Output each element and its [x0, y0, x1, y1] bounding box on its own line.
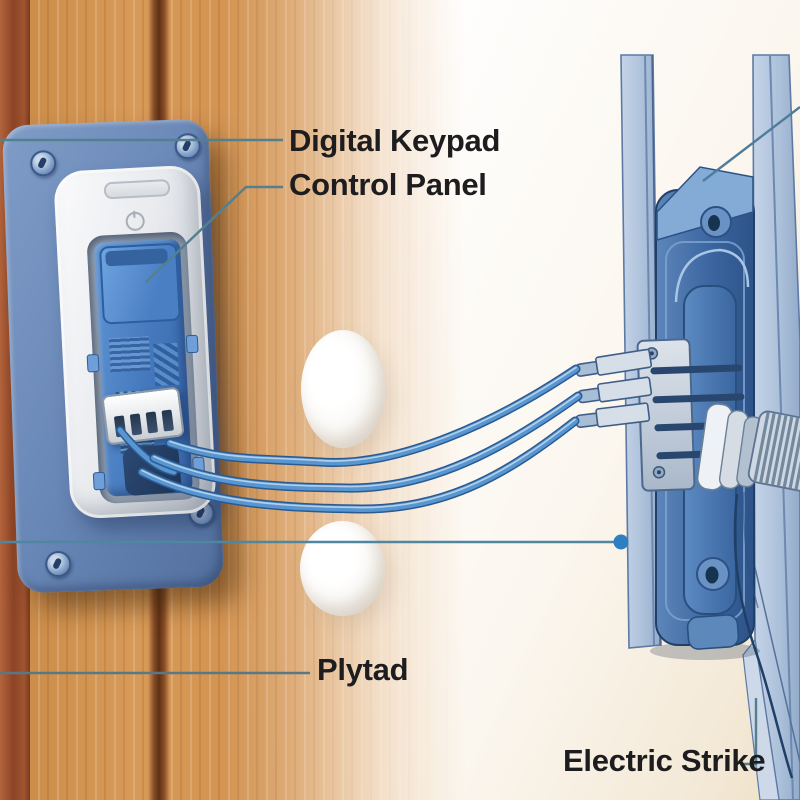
cable-exit-opening	[122, 443, 182, 497]
connector-port	[145, 411, 159, 434]
corrugated-conduit	[747, 410, 800, 492]
board-component	[108, 336, 151, 373]
hanging-wire-thin	[742, 491, 759, 609]
label-plytad: Plytad	[317, 652, 409, 687]
screw-icon	[29, 149, 57, 177]
electric-strike-body	[650, 166, 760, 660]
board-component	[153, 342, 180, 386]
wire-connector-block	[101, 386, 185, 446]
door-frame-right-bar	[742, 54, 800, 800]
hanging-wire	[733, 493, 794, 779]
wire-terminals	[575, 348, 653, 428]
screw-icon	[174, 132, 202, 160]
board-clip	[86, 353, 100, 373]
screw-icon	[44, 550, 72, 578]
connector-port	[161, 409, 174, 432]
board-clip	[92, 471, 106, 491]
speaker-slot	[103, 178, 171, 200]
board-clip	[185, 334, 199, 354]
label-digital-keypad: Digital Keypad	[289, 123, 501, 158]
connector-port	[113, 415, 127, 438]
label-electric-strike: Electric Strike	[563, 743, 766, 778]
label-control-panel: Control Panel	[289, 167, 487, 202]
leader-top-right	[702, 106, 800, 182]
board-clip	[192, 456, 206, 476]
power-icon	[125, 210, 146, 232]
wall-dome-lower	[300, 521, 385, 616]
wall-dome-upper	[301, 330, 385, 448]
connector-port	[129, 413, 143, 436]
door-frame-left-bar	[620, 54, 662, 649]
leader-dot	[613, 534, 629, 550]
terminal-bracket	[636, 338, 745, 492]
board-module	[98, 242, 181, 325]
conduit-collar	[696, 403, 764, 491]
